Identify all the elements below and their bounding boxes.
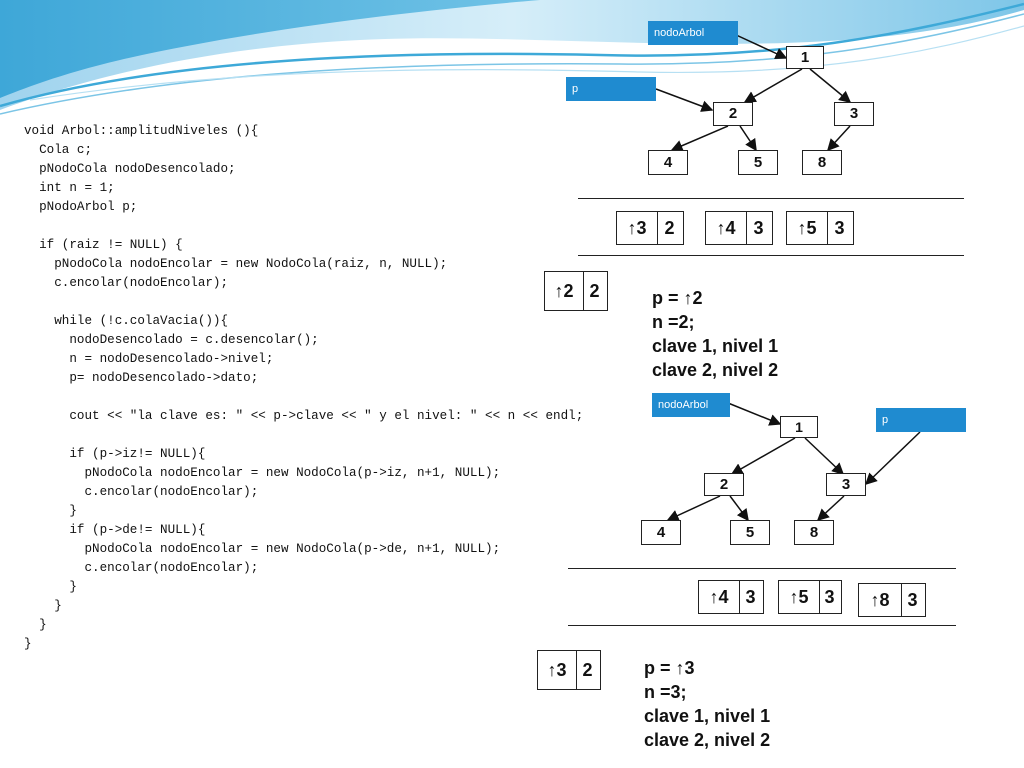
queue-level: 3 — [907, 590, 918, 610]
info-line: n =2; — [652, 312, 695, 332]
queue-level: 3 — [824, 587, 835, 607]
wave-header-decoration — [0, 0, 1024, 115]
info-line: n =3; — [644, 682, 687, 702]
queue-level: 3 — [753, 218, 764, 238]
info-line: clave 2, nivel 2 — [652, 360, 779, 380]
queue-pointer: ↑4 — [699, 581, 740, 613]
info-line: p = ↑2 — [652, 288, 703, 308]
info-line: p = ↑3 — [644, 658, 695, 678]
state-info: p = ↑2 n =2; clave 1, nivel 1 clave 2, n… — [652, 286, 778, 382]
queue-element: ↑4 3 — [698, 580, 764, 614]
dequeued-level: 2 — [589, 281, 600, 301]
tree-node: 5 — [738, 150, 778, 175]
tree-node: 4 — [641, 520, 681, 545]
queue-pointer: ↑4 — [706, 212, 747, 244]
tree-node: 3 — [834, 102, 874, 126]
queue-pointer: ↑8 — [859, 584, 902, 616]
queue-pointer: ↑5 — [787, 212, 828, 244]
queue-bottom-border — [578, 255, 964, 256]
tree-node: 8 — [794, 520, 834, 545]
queue-bottom-border — [568, 625, 956, 626]
code-listing: void Arbol::amplitudNiveles (){ Cola c; … — [24, 124, 584, 651]
p-pointer-label: p — [566, 77, 656, 101]
info-line: clave 1, nivel 1 — [644, 706, 771, 726]
p-pointer-label: p — [876, 408, 966, 432]
tree-node: 2 — [704, 473, 744, 496]
queue-pointer: ↑3 — [617, 212, 658, 244]
tree-node: 8 — [802, 150, 842, 175]
tree-node: 1 — [786, 46, 824, 69]
dequeued-element: ↑3 2 — [537, 650, 601, 690]
queue-element: ↑5 3 — [786, 211, 854, 245]
queue-pointer: ↑5 — [779, 581, 820, 613]
tree-node: 3 — [826, 473, 866, 496]
queue-level: 2 — [664, 218, 675, 238]
nodoarbol-label: nodoArbol — [652, 393, 730, 417]
tree-node: 4 — [648, 150, 688, 175]
dequeued-pointer: ↑2 — [545, 272, 584, 310]
queue-top-border — [568, 568, 956, 569]
queue-top-border — [578, 198, 964, 199]
queue-level: 3 — [834, 218, 845, 238]
info-line: clave 2, nivel 2 — [644, 730, 771, 750]
tree-node: 2 — [713, 102, 753, 126]
state-info: p = ↑3 n =3; clave 1, nivel 1 clave 2, n… — [644, 656, 770, 752]
queue-element: ↑3 2 — [616, 211, 684, 245]
nodoarbol-label: nodoArbol — [648, 21, 738, 45]
dequeued-level: 2 — [582, 660, 593, 680]
dequeued-pointer: ↑3 — [538, 651, 577, 689]
tree-node: 5 — [730, 520, 770, 545]
queue-level: 3 — [745, 587, 756, 607]
queue-element: ↑8 3 — [858, 583, 926, 617]
queue-element: ↑4 3 — [705, 211, 773, 245]
tree-node: 1 — [780, 416, 818, 438]
queue-element: ↑5 3 — [778, 580, 842, 614]
info-line: clave 1, nivel 1 — [652, 336, 779, 356]
dequeued-element: ↑2 2 — [544, 271, 608, 311]
